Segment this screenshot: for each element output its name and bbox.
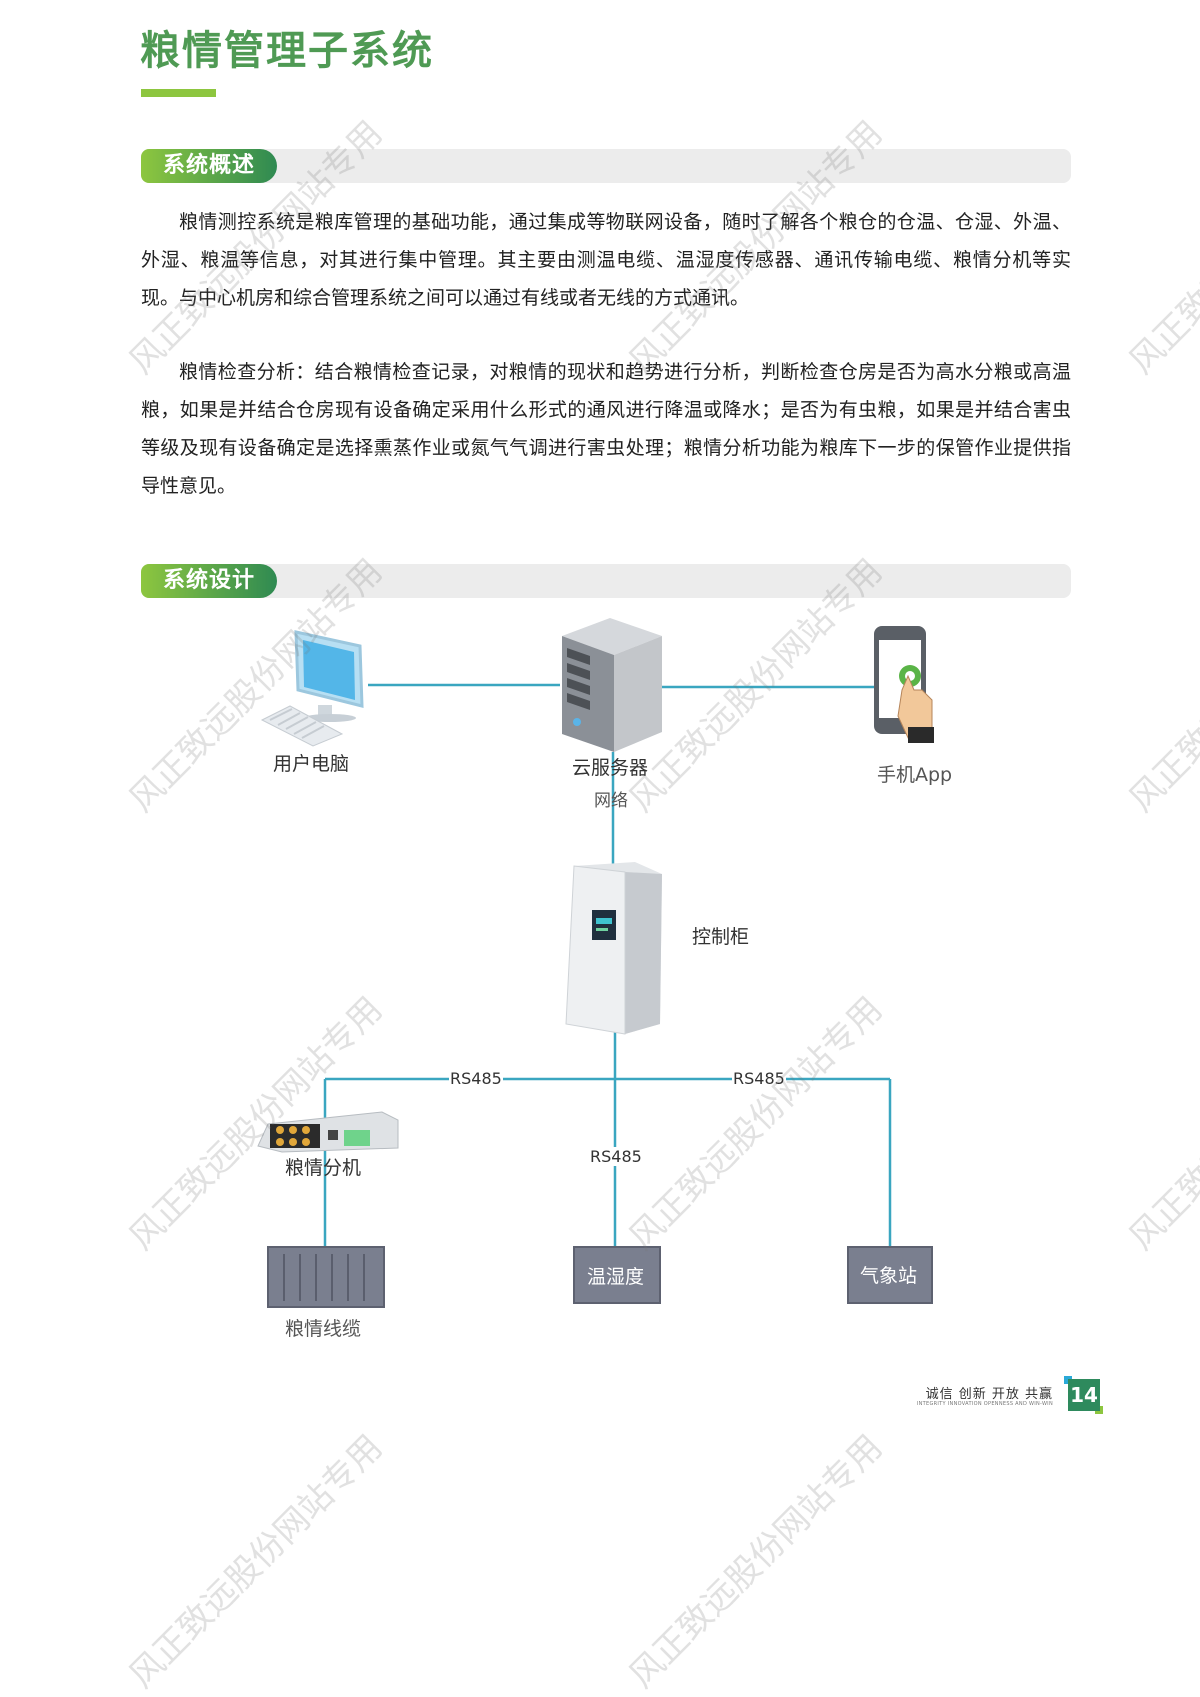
page-number: 14 <box>1068 1379 1100 1411</box>
section-bar-design <box>141 564 1071 598</box>
label-rs485-left: RS485 <box>449 1069 503 1088</box>
control-cabinet-icon <box>565 862 662 1035</box>
section-label-overview: 系统概述 <box>141 149 277 183</box>
computer-icon <box>260 630 364 747</box>
label-grain-cable: 粮情线缆 <box>285 1318 362 1340</box>
label-weather-station: 气象站 <box>860 1265 918 1287</box>
label-temp-humidity: 温湿度 <box>587 1266 645 1288</box>
label-rs485-right: RS485 <box>732 1069 786 1088</box>
label-user-pc: 用户电脑 <box>273 753 350 775</box>
footer-slogan: 诚信 创新 开放 共赢 <box>925 1387 1053 1402</box>
page-title: 粮情管理子系统 <box>140 28 434 74</box>
label-cloud-server: 云服务器 <box>572 757 649 779</box>
label-rs485-middle: RS485 <box>590 1147 642 1166</box>
temp-humidity-box <box>573 1246 661 1304</box>
connection-lines <box>323 683 892 1248</box>
label-control-cabinet: 控制柜 <box>692 926 750 948</box>
weather-station-box <box>847 1246 933 1304</box>
footer-slogan-english: INTEGRITY INNOVATION OPENNESS AND WIN-WI… <box>916 1401 1053 1407</box>
overview-paragraph-2: 粮情检查分析：结合粮情检查记录，对粮情的现状和趋势进行分析，判断检查仓房是否为高… <box>141 361 1071 497</box>
overview-paragraph-1: 粮情测控系统是粮库管理的基础功能，通过集成等物联网设备，随时了解各个粮仓的仓温、… <box>141 211 1071 309</box>
section-label-design: 系统设计 <box>141 564 277 598</box>
label-grain-extension: 粮情分机 <box>285 1157 362 1179</box>
grain-extension-device-icon <box>257 1111 399 1153</box>
label-mobile-app: 手机App <box>877 764 953 786</box>
system-diagram <box>257 618 934 1308</box>
mobile-phone-icon <box>874 626 934 743</box>
label-network: 网络 <box>594 791 628 811</box>
server-icon <box>562 618 662 752</box>
grain-cable-box-icon <box>267 1246 385 1308</box>
title-underline <box>141 89 216 97</box>
section-bar-overview <box>141 149 1071 183</box>
